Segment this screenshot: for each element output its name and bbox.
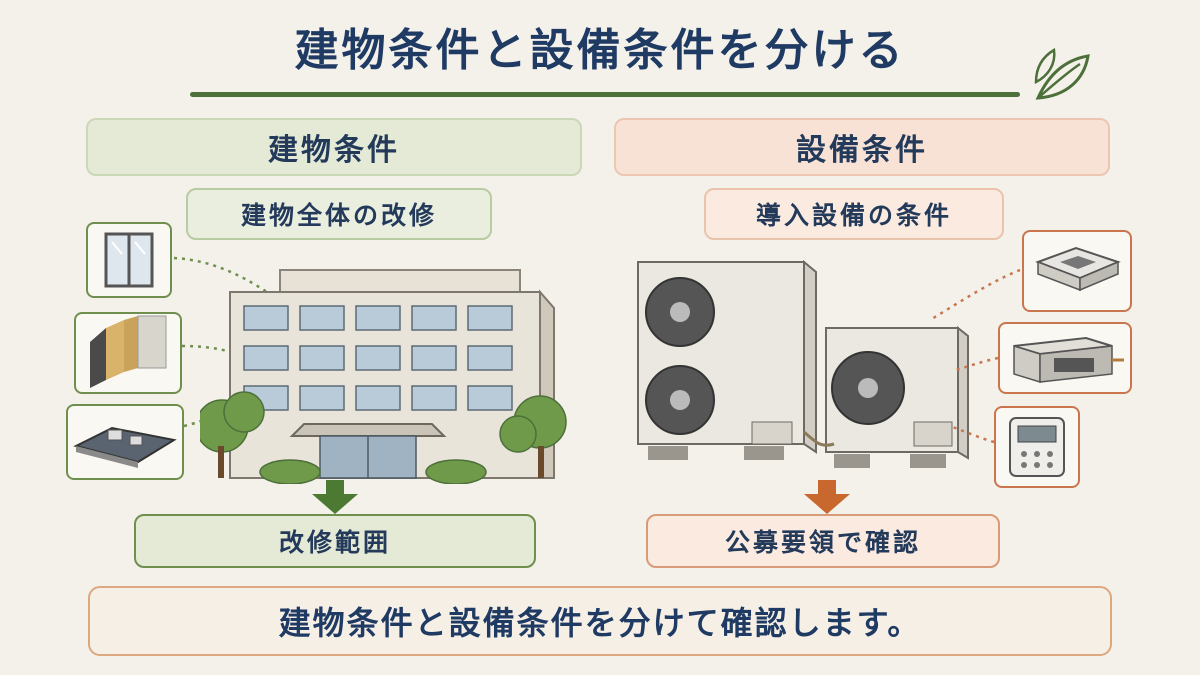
equipment-conditions-label: 導入設備の条件	[704, 188, 1004, 240]
roof-thumbnail	[66, 404, 184, 480]
remote-controller-icon	[1009, 417, 1065, 477]
window-icon	[104, 232, 154, 288]
insulation-thumbnail	[74, 312, 182, 394]
equipment-conditions-header: 設備条件	[614, 118, 1110, 176]
summary-banner: 建物条件と設備条件を分けて確認します。	[88, 586, 1112, 656]
renovation-scope-box: 改修範囲	[134, 514, 536, 568]
right-connectors	[929, 268, 1021, 444]
ducted-unit-thumbnail	[998, 322, 1132, 394]
title-underline	[190, 92, 1020, 97]
leaf-icon	[1034, 47, 1090, 100]
right-down-arrow-icon	[804, 480, 850, 514]
flat-roof-icon	[73, 426, 177, 468]
outdoor-ac-units-illustration	[637, 259, 969, 468]
check-guidelines-box: 公募要領で確認	[646, 514, 1000, 568]
page-title: 建物条件と設備条件を分ける	[294, 25, 906, 76]
controller-thumbnail	[994, 406, 1080, 488]
ducted-ac-unit-icon	[1013, 336, 1124, 384]
left-down-arrow-icon	[312, 480, 358, 514]
ceiling-cassette-ac-icon	[1035, 246, 1121, 292]
office-building-illustration	[200, 269, 567, 484]
ceiling-ac-thumbnail	[1022, 230, 1132, 312]
window-thumbnail	[86, 222, 172, 298]
building-renovation-label: 建物全体の改修	[186, 188, 492, 240]
building-conditions-header: 建物条件	[86, 118, 582, 176]
insulation-layers-icon	[90, 315, 167, 388]
